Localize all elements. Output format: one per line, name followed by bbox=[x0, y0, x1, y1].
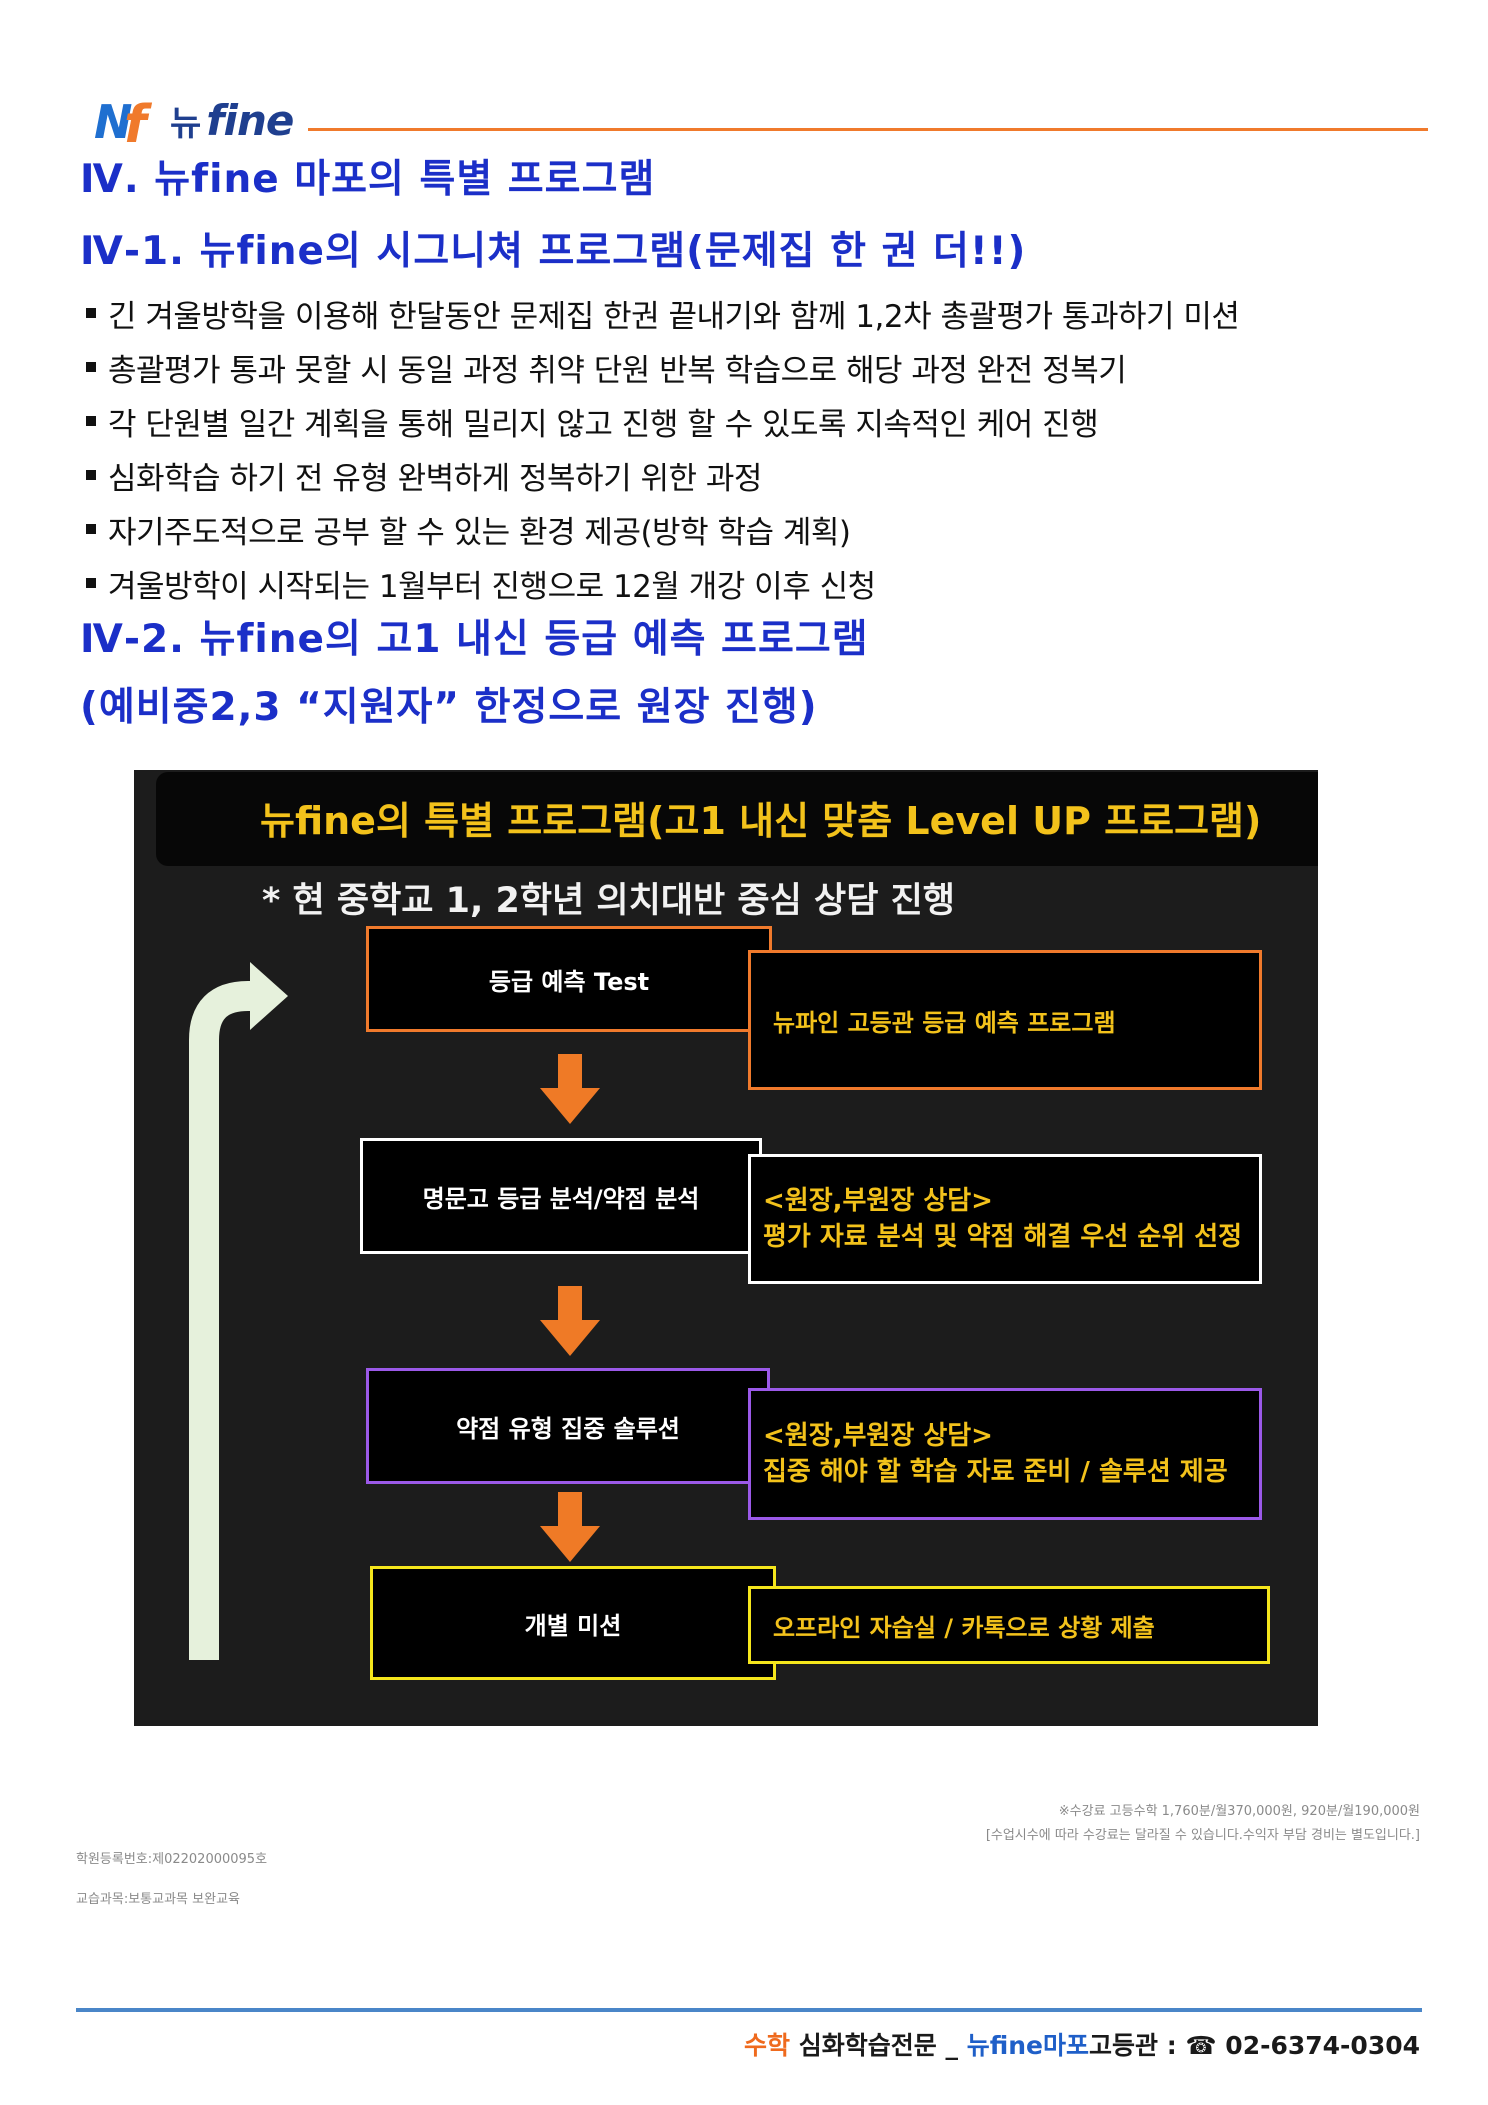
step-label: 개별 미션 bbox=[524, 1611, 622, 1640]
step-desc: 오프라인 자습실 / 카톡으로 상황 제출 bbox=[773, 1613, 1155, 1642]
logo-en: fine bbox=[206, 96, 294, 145]
footer-branch: 고등관 bbox=[1088, 2031, 1158, 2060]
fee-disclaimer: [수업시수에 따라 수강료는 달라질 수 있습니다.수익자 부담 경비는 별도입… bbox=[985, 1828, 1420, 1843]
list-item: 각 단원별 일간 계획을 통해 밀리지 않고 진행 할 수 있도록 지속적인 케… bbox=[86, 394, 1426, 448]
step-desc: 뉴파인 고등관 등급 예측 프로그램 bbox=[773, 1008, 1116, 1037]
down-arrow-icon bbox=[540, 1054, 600, 1124]
footer-separator: _ bbox=[945, 2031, 958, 2060]
step-box-solution: 약점 유형 집중 솔루션 bbox=[366, 1368, 770, 1484]
diagram-banner-title: 뉴fine의 특별 프로그램(고1 내신 맞춤 Level UP 프로그램) bbox=[260, 799, 1262, 843]
footer-colon: : bbox=[1166, 2031, 1177, 2060]
down-arrow-icon bbox=[540, 1492, 600, 1562]
program-flow-diagram: 뉴fine의 특별 프로그램(고1 내신 맞춤 Level UP 프로그램) *… bbox=[134, 770, 1318, 1726]
footer-divider bbox=[76, 2008, 1422, 2012]
bullet-square-icon bbox=[86, 362, 96, 372]
header-divider bbox=[308, 128, 1428, 131]
section-title: Ⅳ. 뉴fine 마포의 특별 프로그램 bbox=[80, 157, 656, 202]
registration-number: 학원등록번호:제02202000095호 bbox=[76, 1852, 268, 1867]
phone-icon: ☎ bbox=[1185, 2031, 1217, 2060]
footer-phone: 02-6374-0304 bbox=[1225, 2031, 1420, 2060]
step-label: 등급 예측 Test bbox=[488, 967, 650, 996]
course-info: 교습과목:보통교과목 보완교육 bbox=[76, 1892, 240, 1907]
diagram-subtitle: * 현 중학교 1, 2학년 의치대반 중심 상담 진행 bbox=[262, 881, 955, 921]
bullet-square-icon bbox=[86, 416, 96, 426]
fee-note: ※수강료 고등수학 1,760분/월370,000원, 920분/월190,00… bbox=[1058, 1804, 1420, 1819]
svg-text:N: N bbox=[94, 95, 133, 148]
list-item: 총괄평가 통과 못할 시 동일 과정 취약 단원 반복 학습으로 해당 과정 완… bbox=[86, 340, 1426, 394]
bullet-square-icon bbox=[86, 578, 96, 588]
step-desc-line-1: <원장,부원장 상담> bbox=[763, 1421, 993, 1451]
list-item: 자기주도적으로 공부 할 수 있는 환경 제공(방학 학습 계획) bbox=[86, 502, 1426, 556]
footer-brand: 뉴fine마포 bbox=[966, 2031, 1089, 2060]
step-desc-line-2: 평가 자료 분석 및 약점 해결 우선 순위 선정 bbox=[763, 1222, 1243, 1252]
svg-text:f: f bbox=[124, 95, 153, 148]
bullet-square-icon bbox=[86, 524, 96, 534]
step-desc-analysis: <원장,부원장 상담> 평가 자료 분석 및 약점 해결 우선 순위 선정 bbox=[748, 1154, 1262, 1284]
footer-subject: 수학 bbox=[744, 2031, 791, 2060]
step-desc-line-2: 집중 해야 할 학습 자료 준비 / 솔루션 제공 bbox=[763, 1457, 1228, 1487]
bullet-square-icon bbox=[86, 308, 96, 318]
step-box-mission: 개별 미션 bbox=[370, 1566, 776, 1680]
footer-specialty: 심화학습전문 bbox=[798, 2031, 937, 2060]
step-box-analysis: 명문고 등급 분석/약점 분석 bbox=[360, 1138, 762, 1254]
step-desc-solution: <원장,부원장 상담> 집중 해야 할 학습 자료 준비 / 솔루션 제공 bbox=[748, 1388, 1262, 1520]
step-desc-grade-test: 뉴파인 고등관 등급 예측 프로그램 bbox=[748, 950, 1262, 1090]
list-item: 겨울방학이 시작되는 1월부터 진행으로 12월 개강 이후 신청 bbox=[86, 556, 1426, 610]
subsection-title-2-note: (예비중2,3 “지원자” 한정으로 원장 진행) bbox=[80, 685, 818, 730]
subsection-title-2: Ⅳ-2. 뉴fine의 고1 내신 등급 예측 프로그램 bbox=[80, 617, 869, 662]
step-label: 약점 유형 집중 솔루션 bbox=[456, 1414, 680, 1443]
list-item: 심화학습 하기 전 유형 완벽하게 정복하기 위한 과정 bbox=[86, 448, 1426, 502]
logo-kr: 뉴 bbox=[170, 104, 201, 144]
step-label: 명문고 등급 분석/약점 분석 bbox=[422, 1184, 700, 1213]
bullet-square-icon bbox=[86, 470, 96, 480]
subsection-title-1: Ⅳ-1. 뉴fine의 시그니쳐 프로그램(문제집 한 권 더!!) bbox=[80, 229, 1027, 274]
step-desc-line-1: <원장,부원장 상담> bbox=[763, 1186, 993, 1216]
loop-arrow-icon bbox=[189, 962, 288, 1660]
list-item: 긴 겨울방학을 이용해 한달동안 문제집 한권 끝내기와 함께 1,2차 총괄평… bbox=[86, 286, 1426, 340]
bullet-list: 긴 겨울방학을 이용해 한달동안 문제집 한권 끝내기와 함께 1,2차 총괄평… bbox=[86, 286, 1426, 610]
step-desc-mission: 오프라인 자습실 / 카톡으로 상황 제출 bbox=[748, 1586, 1270, 1664]
down-arrow-icon bbox=[540, 1286, 600, 1356]
logo-mark-icon: N f bbox=[94, 95, 153, 148]
footer-contact: 수학 심화학습전문 _ 뉴fine마포고등관 : ☎ 02-6374-0304 bbox=[744, 2026, 1420, 2062]
diagram-banner: 뉴fine의 특별 프로그램(고1 내신 맞춤 Level UP 프로그램) bbox=[156, 772, 1318, 866]
step-box-grade-test: 등급 예측 Test bbox=[366, 926, 772, 1032]
